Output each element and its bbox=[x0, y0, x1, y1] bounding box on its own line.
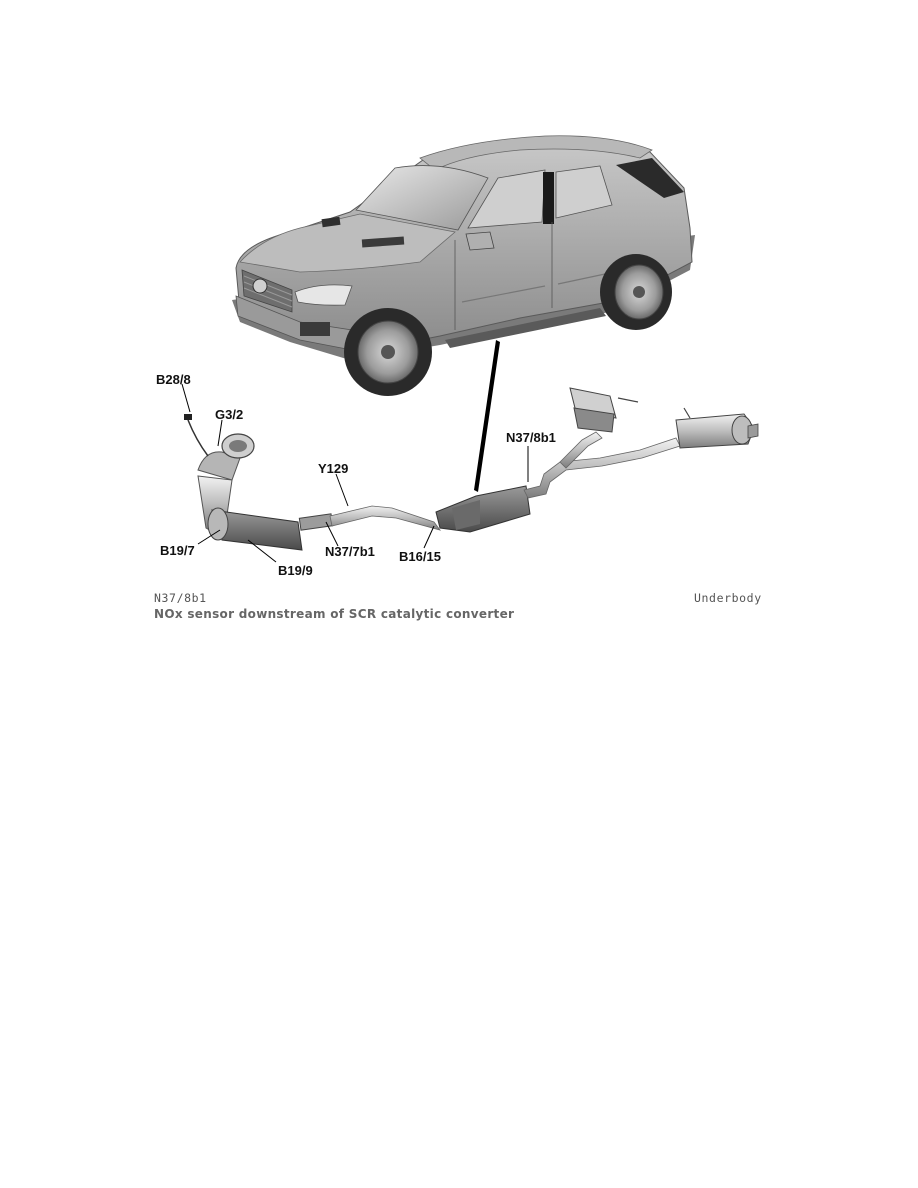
callout-b28-8: B28/8 bbox=[156, 372, 191, 387]
suv-illustration bbox=[232, 135, 695, 396]
callout-n37-8b1: N37/8b1 bbox=[506, 430, 556, 445]
callout-b19-7: B19/7 bbox=[160, 543, 195, 558]
pointer-wedge bbox=[474, 340, 500, 492]
callout-g3-2: G3/2 bbox=[215, 407, 243, 422]
vehicle-exhaust-diagram: B28/8 G3/2 Y129 N37/8b1 B19/7 B19/9 N37/… bbox=[156, 135, 759, 578]
caption-location: Underbody bbox=[694, 591, 762, 605]
caption-description: NOx sensor downstream of SCR catalytic c… bbox=[154, 607, 515, 621]
callout-y129: Y129 bbox=[318, 461, 348, 476]
caption-component-code: N37/8b1 bbox=[154, 591, 207, 605]
exhaust-system-illustration bbox=[184, 387, 759, 551]
callout-n37-7b1: N37/7b1 bbox=[325, 544, 375, 559]
callout-leaders bbox=[181, 383, 529, 563]
callout-b19-9: B19/9 bbox=[278, 563, 313, 578]
callout-b16-15: B16/15 bbox=[399, 549, 441, 564]
